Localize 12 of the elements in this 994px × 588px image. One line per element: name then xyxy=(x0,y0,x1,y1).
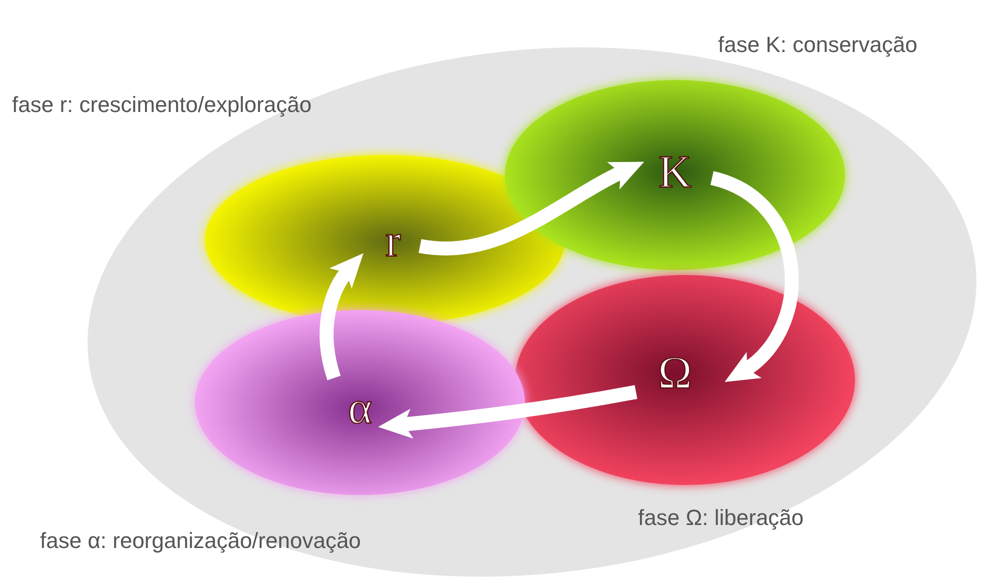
phase-symbol: Ω xyxy=(658,350,692,396)
phase-symbol: r xyxy=(385,218,401,264)
phase-symbol: α xyxy=(348,385,372,431)
phase-symbol: K xyxy=(658,149,692,195)
phase-caption: fase Ω: liberação xyxy=(638,505,804,531)
curved-arrow xyxy=(710,171,799,384)
phase-caption: fase r: crescimento/exploração xyxy=(12,92,312,118)
phase-caption: fase α: reorganização/renovação xyxy=(40,528,361,554)
phase-caption: fase K: conservação xyxy=(718,32,918,58)
curved-arrow xyxy=(419,161,644,256)
curved-arrow xyxy=(320,252,363,380)
curved-arrow xyxy=(378,385,638,439)
